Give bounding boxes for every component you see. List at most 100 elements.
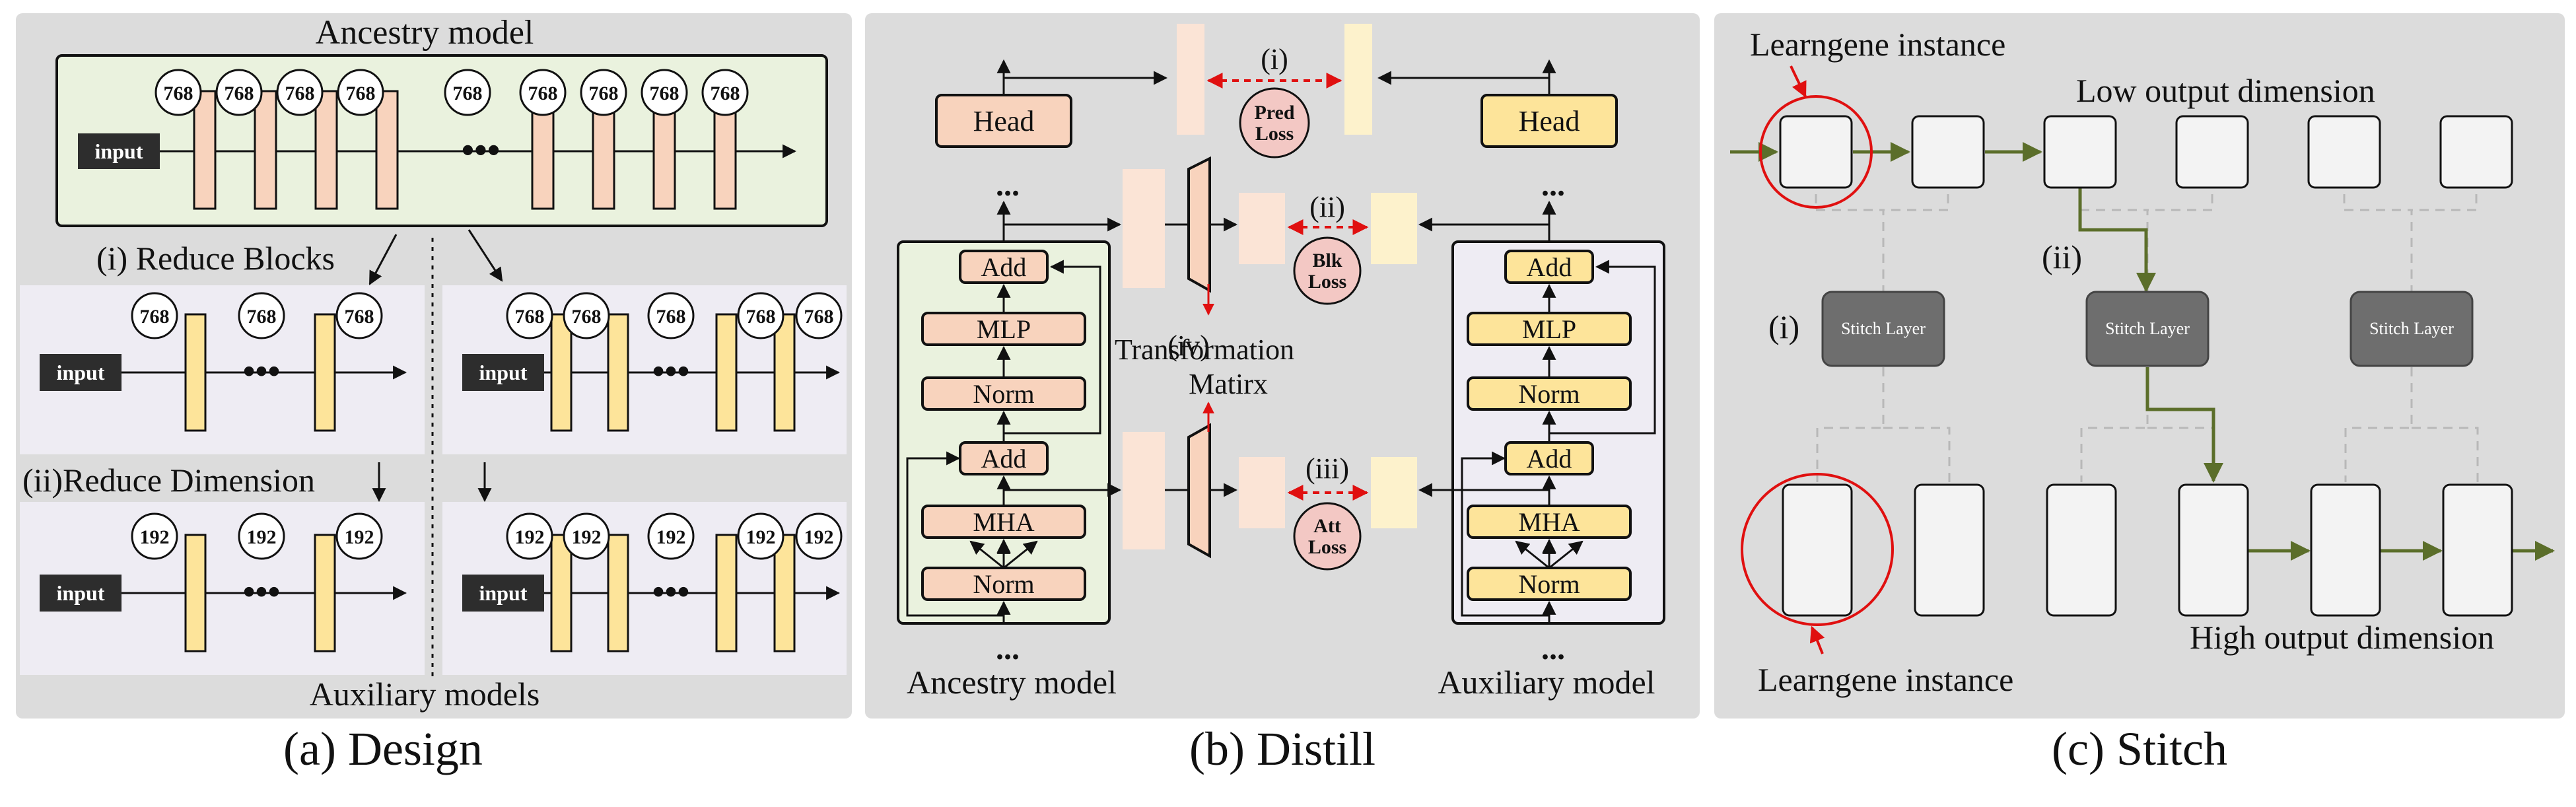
dim-badge-label: 768 bbox=[345, 306, 374, 328]
dim-badge-label: 192 bbox=[572, 526, 602, 548]
input-label: input bbox=[95, 139, 143, 163]
distill-right-model-label: Auxiliary model bbox=[1438, 664, 1655, 701]
transformation-matrix-top bbox=[1187, 156, 1211, 293]
high-dim-block bbox=[2442, 483, 2513, 617]
ancestry-head-label: Head bbox=[973, 105, 1035, 137]
dim-badge bbox=[337, 69, 384, 116]
auxiliary-block bbox=[607, 313, 629, 432]
ancestry-block bbox=[375, 90, 399, 210]
reduce-blocks-label: (i) Reduce Blocks bbox=[96, 240, 335, 277]
dim-badge-label: 768 bbox=[346, 83, 376, 104]
norm-block bbox=[921, 567, 1086, 601]
mha-block bbox=[1467, 505, 1632, 539]
high-dim-block bbox=[1914, 483, 1985, 617]
mha-block-label: MHA bbox=[973, 507, 1034, 537]
low-dim-block bbox=[2175, 115, 2249, 189]
highlight-circle bbox=[1741, 473, 1894, 626]
input-box bbox=[462, 354, 544, 391]
dim-badge-label: 768 bbox=[515, 306, 545, 328]
blk-feature-ancestry bbox=[1123, 169, 1165, 288]
add-block-label: Add bbox=[1527, 444, 1572, 474]
dim-badge-label: 192 bbox=[656, 526, 686, 548]
dim-badge bbox=[131, 512, 178, 560]
att-projected-feature bbox=[1239, 457, 1285, 528]
dim-badge bbox=[519, 69, 567, 116]
distill-caption: (b) Distill bbox=[1189, 722, 1375, 775]
stitch-dashed-connector bbox=[2412, 178, 2478, 211]
auxiliary-block bbox=[314, 534, 336, 652]
arrow-to-reduce-blocks-right bbox=[468, 229, 503, 282]
input-box bbox=[40, 354, 122, 391]
design-caption: (a) Design bbox=[283, 722, 483, 775]
norm-block-label: Norm bbox=[973, 379, 1034, 409]
stitch-dashed-connector bbox=[2343, 178, 2413, 295]
norm-block-label: Norm bbox=[1518, 379, 1580, 409]
residual-path-upper bbox=[1549, 260, 1656, 435]
input-label: input bbox=[57, 361, 105, 384]
auxiliary-block bbox=[184, 534, 207, 652]
stitch-layer bbox=[2085, 291, 2210, 367]
dim-badge-label: 192 bbox=[345, 526, 374, 548]
highlight-arrow bbox=[1790, 65, 1807, 98]
auxiliary-block bbox=[773, 534, 796, 652]
mha-input-arrow bbox=[1003, 540, 1038, 569]
mlp-block bbox=[921, 312, 1086, 346]
dim-badge-label: 192 bbox=[515, 526, 545, 548]
auxiliary-block bbox=[715, 534, 738, 652]
mha-input-arrow bbox=[1549, 540, 1584, 569]
att-loss-circle bbox=[1293, 502, 1362, 571]
green-path bbox=[2078, 188, 2156, 293]
dim-badge bbox=[506, 512, 553, 560]
dim-badge bbox=[647, 512, 695, 560]
mha-block bbox=[921, 505, 1086, 539]
input-label: input bbox=[479, 581, 528, 605]
ancestry-block bbox=[314, 90, 338, 210]
stitch-layer-label: Stitch Layer bbox=[2369, 319, 2454, 338]
auxiliary-block bbox=[184, 313, 207, 432]
dim-badge bbox=[215, 69, 263, 116]
auxiliary-vdots-bottom: ... bbox=[1541, 631, 1565, 666]
blk-loss-line2: Loss bbox=[1308, 271, 1346, 293]
distill-left-model-label: Ancestry model bbox=[907, 664, 1117, 701]
design-title: Ancestry model bbox=[316, 14, 534, 52]
add-block bbox=[959, 250, 1049, 284]
dim-badge bbox=[238, 512, 285, 560]
blk-loss-tag: (ii) bbox=[1309, 191, 1345, 223]
stitch-layer bbox=[2350, 291, 2474, 367]
add-block-label: Add bbox=[1527, 252, 1572, 282]
auxiliary-head-label: Head bbox=[1519, 105, 1580, 137]
pred-loss-circle bbox=[1239, 87, 1310, 158]
green-path bbox=[2145, 367, 2223, 483]
auxiliary-vdots-top: ... bbox=[1541, 168, 1565, 203]
dim-badge bbox=[155, 69, 202, 116]
auxiliary-block bbox=[773, 313, 796, 432]
ancestry-block bbox=[193, 90, 217, 210]
dim-badge-label: 192 bbox=[140, 526, 170, 548]
stitch-dashed-connector bbox=[1883, 427, 1951, 482]
ellipsis: ••• bbox=[652, 351, 690, 391]
dim-badge bbox=[737, 512, 784, 560]
auxiliary-block bbox=[550, 313, 573, 432]
panel-design: Ancestry model input ••• 768 768 768 768 768… bbox=[16, 13, 852, 775]
ancestry-vdots-bottom: ... bbox=[996, 631, 1020, 666]
stitch-dashed-connector bbox=[1815, 178, 1885, 295]
high-dim-block bbox=[1782, 483, 1853, 617]
low-dim-label: Low output dimension bbox=[2076, 72, 2375, 109]
add-block-label: Add bbox=[981, 252, 1027, 282]
dim-badge bbox=[506, 292, 553, 339]
ellipsis: ••• bbox=[652, 572, 690, 612]
dim-badge-label: 768 bbox=[528, 83, 558, 104]
high-dim-block bbox=[2046, 483, 2117, 617]
dim-badge-label: 192 bbox=[746, 526, 776, 548]
dim-badge-label: 768 bbox=[247, 306, 277, 328]
stitch-tag-ii: (ii) bbox=[2042, 238, 2082, 275]
pred-feature-auxiliary bbox=[1344, 24, 1372, 135]
att-loss-tag: (iii) bbox=[1305, 452, 1349, 485]
stitch-dashed-connector bbox=[1883, 178, 1949, 211]
dim-badge-label: 192 bbox=[804, 526, 834, 548]
input-label: input bbox=[57, 581, 105, 605]
